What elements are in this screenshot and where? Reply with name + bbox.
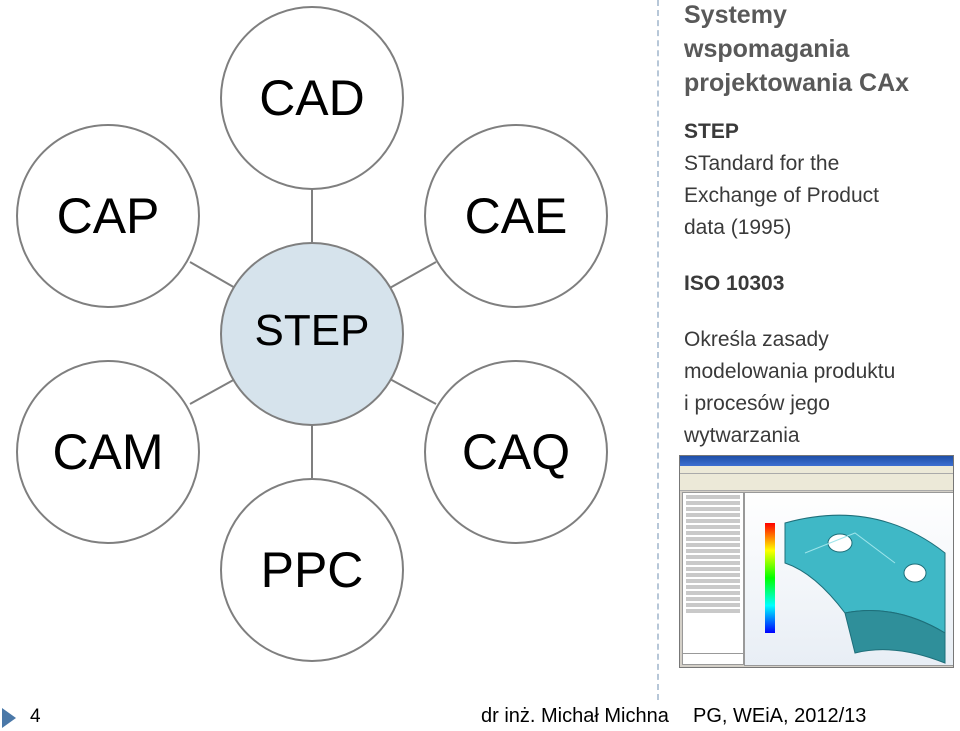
screenshot-status	[682, 653, 744, 665]
node-cap: CAP	[16, 124, 200, 308]
node-step-center: STEP	[220, 242, 404, 426]
cad-software-screenshot	[679, 455, 954, 668]
node-step-label: STEP	[254, 306, 370, 355]
footer-author: dr inż. Michał Michna	[481, 705, 669, 727]
node-cap-label: CAP	[56, 188, 160, 244]
node-caq-label: CAQ	[461, 424, 571, 480]
page-number: 4	[30, 706, 41, 727]
desc-line-1: Określa zasady	[684, 328, 829, 351]
step-line-4: data (1995)	[684, 216, 792, 239]
node-ppc: PPC	[220, 478, 404, 662]
stress-colorbar	[765, 523, 775, 633]
node-ppc-label: PPC	[260, 542, 364, 598]
iso-standard: ISO 10303	[684, 272, 785, 295]
screenshot-object-tree	[682, 492, 744, 654]
step-line-2: STandard for the	[684, 152, 840, 175]
node-cad: CAD	[220, 6, 404, 190]
cax-diagram: CAD CAP CAE CAM CAQ PPC STEP	[16, 6, 608, 662]
diagram-connectors	[189, 188, 437, 478]
desc-line-4: wytwarzania	[684, 424, 800, 447]
node-caq: CAQ	[424, 360, 608, 544]
node-cae-label: CAE	[464, 188, 568, 244]
node-cae: CAE	[424, 124, 608, 308]
page-marker-icon	[2, 708, 16, 728]
footer-department: PG, WEiA, 2012/13	[693, 705, 867, 727]
node-cam: CAM	[16, 360, 200, 544]
mesh-part-image	[784, 514, 946, 664]
step-line-1: STEP	[684, 120, 739, 143]
screenshot-menubar	[680, 466, 953, 474]
node-cad-label: CAD	[259, 70, 365, 126]
screenshot-toolbar	[680, 474, 953, 491]
desc-line-3: i procesów jego	[684, 392, 830, 415]
screenshot-titlebar	[680, 456, 953, 466]
divider-line	[657, 0, 659, 700]
step-line-3: Exchange of Product	[684, 184, 879, 207]
node-cam-label: CAM	[52, 424, 164, 480]
desc-line-2: modelowania produktu	[684, 360, 896, 383]
slide-title: Systemy wspomagania projektowania CAx	[684, 1, 910, 97]
screenshot-3d-viewport	[744, 492, 953, 666]
